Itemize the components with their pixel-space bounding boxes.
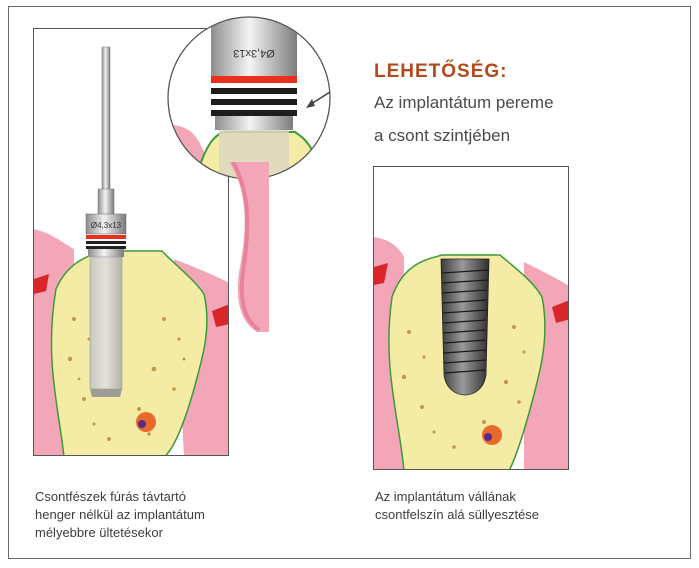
heading: LEHETŐSÉG: bbox=[374, 61, 508, 83]
zoom-inset: Ø4,3x13 bbox=[165, 14, 333, 182]
left-caption-line: Csontfészek fúrás távtartó bbox=[35, 488, 205, 506]
right-caption-line: Az implantátum vállának bbox=[375, 488, 539, 506]
drill-label: Ø4,3x13 bbox=[91, 221, 122, 230]
right-caption: Az implantátum vállának csontfelszín alá… bbox=[375, 488, 539, 524]
right-caption-line: csontfelszín alá süllyesztése bbox=[375, 506, 539, 524]
subtitle-line-2: a csont szintjében bbox=[374, 126, 510, 146]
left-caption-line: mélyebbre ültetésekor bbox=[35, 524, 205, 542]
gum-strip bbox=[229, 162, 269, 332]
left-caption: Csontfészek fúrás távtartó henger nélkül… bbox=[35, 488, 205, 542]
right-illustration bbox=[373, 166, 569, 470]
subtitle-line-1: Az implantátum pereme bbox=[374, 93, 554, 113]
left-caption-line: henger nélkül az implantátum bbox=[35, 506, 205, 524]
zoom-drill-label: Ø4,3x13 bbox=[233, 47, 275, 59]
